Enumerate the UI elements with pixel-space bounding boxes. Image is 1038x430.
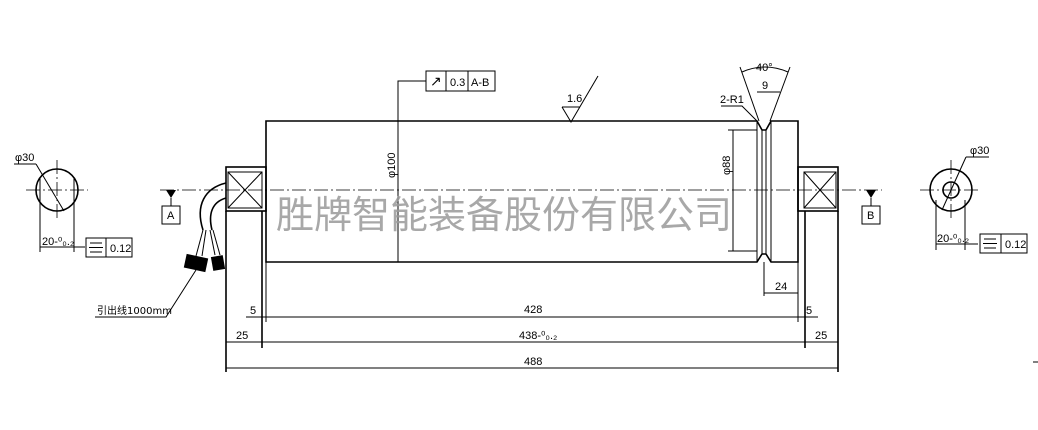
bearing-length: 438-⁰₀.₂ bbox=[519, 330, 557, 342]
right-gap: 5 bbox=[806, 305, 812, 317]
svg-text:2-R1: 2-R1 bbox=[720, 94, 744, 106]
left-diameter-label: φ30 bbox=[15, 152, 34, 164]
cable-label: 引出线1000mm bbox=[97, 304, 172, 317]
svg-text:0.3: 0.3 bbox=[450, 77, 465, 89]
right-tolerance-value: 0.12 bbox=[1005, 239, 1026, 251]
total-length: 488 bbox=[524, 356, 542, 368]
groove-diameter: φ88 bbox=[721, 156, 733, 175]
dimensions: 5 5 428 25 438-⁰₀.₂ 25 488 bbox=[226, 262, 838, 369]
body-diameter: φ100 bbox=[386, 153, 398, 179]
svg-text:1.6: 1.6 bbox=[567, 93, 582, 105]
left-gap: 5 bbox=[250, 305, 256, 317]
connector bbox=[210, 255, 226, 271]
watermark: 胜牌智能装备股份有限公司 bbox=[276, 193, 732, 237]
runout-tolerance-frame: ↗ 0.3 A-B bbox=[397, 70, 496, 121]
svg-text:40°: 40° bbox=[756, 62, 773, 74]
right-width-dim: 20-⁰₀.₂ bbox=[937, 233, 969, 245]
left-shaft-length: 25 bbox=[236, 330, 248, 342]
svg-text:B: B bbox=[867, 210, 874, 222]
right-shaft-length: 25 bbox=[815, 330, 827, 342]
svg-text:24: 24 bbox=[775, 281, 787, 293]
datum-b: B bbox=[861, 190, 881, 225]
svg-text:A-B: A-B bbox=[471, 77, 489, 89]
svg-text:A: A bbox=[167, 210, 175, 222]
svg-text:9: 9 bbox=[762, 80, 768, 92]
roller-body: φ100 φ88 bbox=[265, 120, 799, 263]
datum-a: A bbox=[161, 190, 181, 225]
groove-annotation: 40° 9 2-R1 24 bbox=[720, 62, 798, 296]
left-shaft-section: φ30 20-⁰₀.₂ 0.12 bbox=[14, 152, 133, 258]
connector bbox=[183, 253, 209, 273]
body-length: 428 bbox=[524, 304, 542, 316]
right-shaft-section: φ30 20-⁰₀.₂ 0.12 bbox=[920, 145, 1028, 254]
left-tolerance-value: 0.12 bbox=[110, 243, 131, 255]
surface-finish: 1.6 bbox=[561, 75, 599, 123]
right-diameter-label: φ30 bbox=[970, 145, 989, 157]
left-width-dim: 20-⁰₀.₂ bbox=[42, 236, 74, 248]
runout-symbol: ↗ bbox=[430, 73, 442, 89]
cable-lead: 引出线1000mm bbox=[95, 182, 227, 318]
